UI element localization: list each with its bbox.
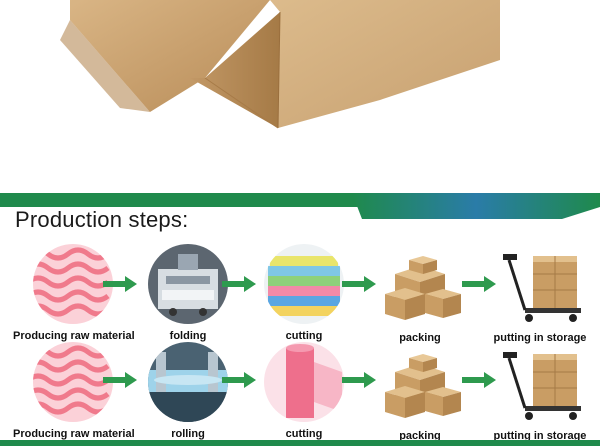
arrow-right-icon (462, 276, 496, 292)
arrow-right-icon (342, 372, 376, 388)
step-folding: folding (128, 244, 248, 342)
step-label: folding (169, 330, 207, 342)
step-rolling: rolling (128, 342, 248, 440)
pallet-jack-icon (495, 244, 585, 326)
boxes-icon (375, 342, 465, 424)
stacked-cloths-icon (264, 244, 344, 324)
arrow-right-icon (462, 372, 496, 388)
step-packing: packing (360, 342, 480, 442)
pallet-jack-icon (495, 342, 585, 424)
arrow-right-icon (222, 372, 256, 388)
step-cutting: cutting (244, 244, 364, 342)
cloth-roll-icon (264, 342, 344, 422)
wavy-pattern-icon (33, 342, 113, 422)
step-label: packing (399, 430, 441, 442)
step-raw-material: Producing raw material (13, 244, 135, 342)
cardboard-hero-image (0, 0, 600, 195)
wave-accent-decoration (352, 193, 600, 219)
step-storage: putting in storage (480, 244, 600, 344)
step-label: putting in storage (493, 430, 587, 442)
step-cutting: cutting (244, 342, 364, 440)
boxes-icon (375, 244, 465, 326)
step-label: rolling (171, 428, 205, 440)
arrow-right-icon (103, 276, 137, 292)
arrow-right-icon (222, 276, 256, 292)
step-label: cutting (285, 428, 323, 440)
step-label: Producing raw material (13, 330, 135, 342)
step-storage: putting in storage (480, 342, 600, 442)
step-label: Producing raw material (13, 428, 135, 440)
step-label: packing (399, 332, 441, 344)
section-title: Production steps: (15, 207, 189, 232)
footer-band (0, 440, 600, 446)
folding-machine-icon (148, 244, 228, 324)
rolling-machine-icon (148, 342, 228, 422)
step-raw-material: Producing raw material (13, 342, 135, 440)
arrow-right-icon (342, 276, 376, 292)
step-label: putting in storage (493, 332, 587, 344)
arrow-right-icon (103, 372, 137, 388)
wavy-pattern-icon (33, 244, 113, 324)
step-packing: packing (360, 244, 480, 344)
step-label: cutting (285, 330, 323, 342)
